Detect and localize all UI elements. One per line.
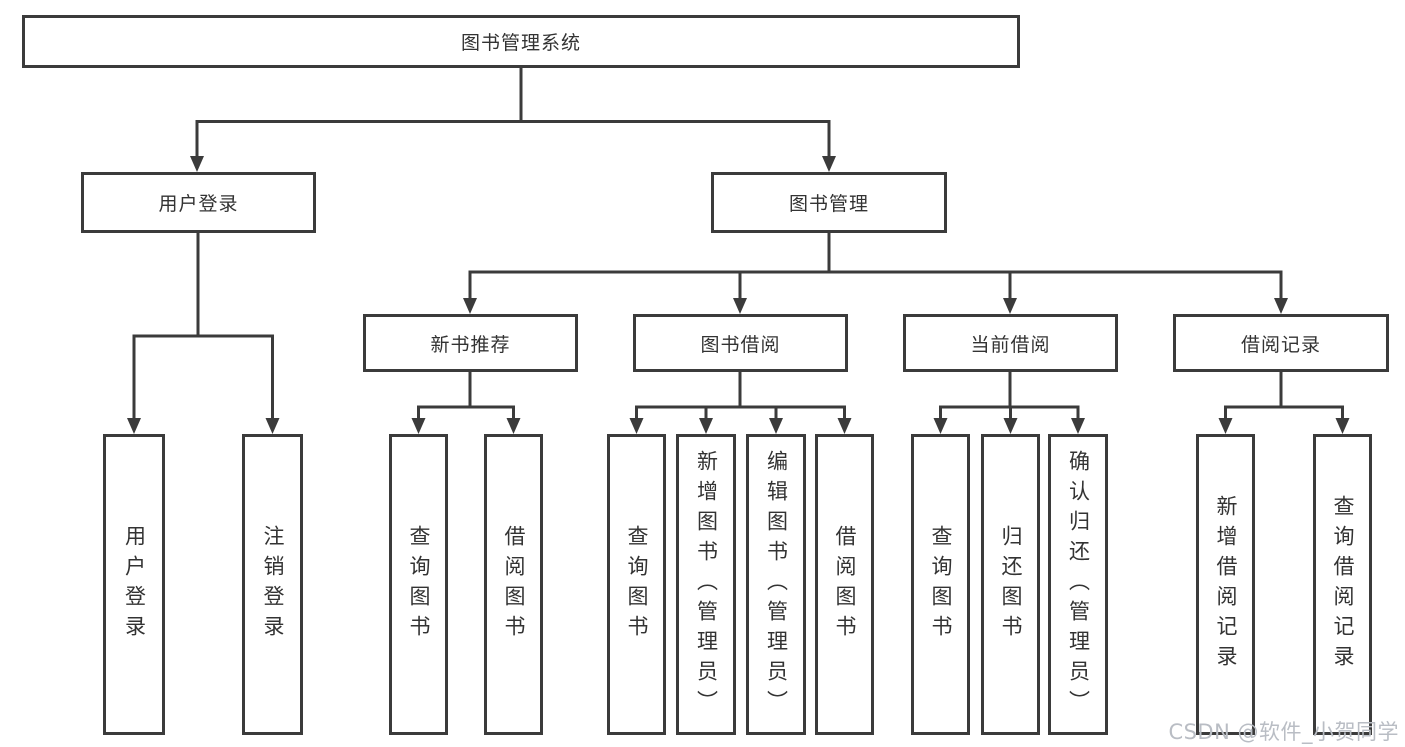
leaf-label: 查询图书 [625, 524, 649, 645]
node-borrow-records: 借阅记录 [1173, 314, 1389, 372]
leaf-label: 用户登录 [122, 524, 147, 645]
leaf-label: 确认归还（管理员） [1066, 449, 1091, 720]
leaf-label: 注销登录 [261, 524, 285, 645]
csdn-watermark: CSDN @软件_小贺同学 [1168, 720, 1399, 744]
node-book-borrow: 图书借阅 [633, 314, 848, 372]
node-book-management: 图书管理 [711, 172, 947, 233]
leaf-add-books-admin: 新增图书（管理员） [676, 434, 736, 735]
leaf-label: 新增借阅记录 [1214, 494, 1238, 675]
leaf-label: 新增图书（管理员） [694, 449, 719, 720]
leaf-label: 查询图书 [929, 524, 953, 645]
node-new-book-recommend: 新书推荐 [363, 314, 578, 372]
leaf-add-borrow-record: 新增借阅记录 [1196, 434, 1255, 735]
leaf-confirm-return-admin: 确认归还（管理员） [1048, 434, 1108, 735]
leaf-query-books-borrow: 查询图书 [607, 434, 666, 735]
node-current-borrow: 当前借阅 [903, 314, 1118, 372]
leaf-label: 编辑图书（管理员） [764, 449, 789, 720]
leaf-label: 归还图书 [999, 524, 1023, 645]
leaf-label: 借阅图书 [502, 524, 526, 645]
leaf-edit-books-admin: 编辑图书（管理员） [746, 434, 806, 735]
leaf-label: 借阅图书 [833, 524, 857, 645]
node-user-login: 用户登录 [81, 172, 316, 233]
leaf-logout: 注销登录 [242, 434, 303, 735]
leaf-query-books-recommend: 查询图书 [389, 434, 448, 735]
leaf-query-books-current: 查询图书 [911, 434, 970, 735]
leaf-query-borrow-record: 查询借阅记录 [1313, 434, 1372, 735]
node-library-management-system: 图书管理系统 [22, 15, 1020, 68]
leaf-label: 查询借阅记录 [1331, 494, 1355, 675]
leaf-borrow-books-recommend: 借阅图书 [484, 434, 543, 735]
leaf-user-login: 用户登录 [103, 434, 165, 735]
leaf-label: 查询图书 [407, 524, 431, 645]
leaf-return-books: 归还图书 [981, 434, 1040, 735]
leaf-borrow-books: 借阅图书 [815, 434, 874, 735]
